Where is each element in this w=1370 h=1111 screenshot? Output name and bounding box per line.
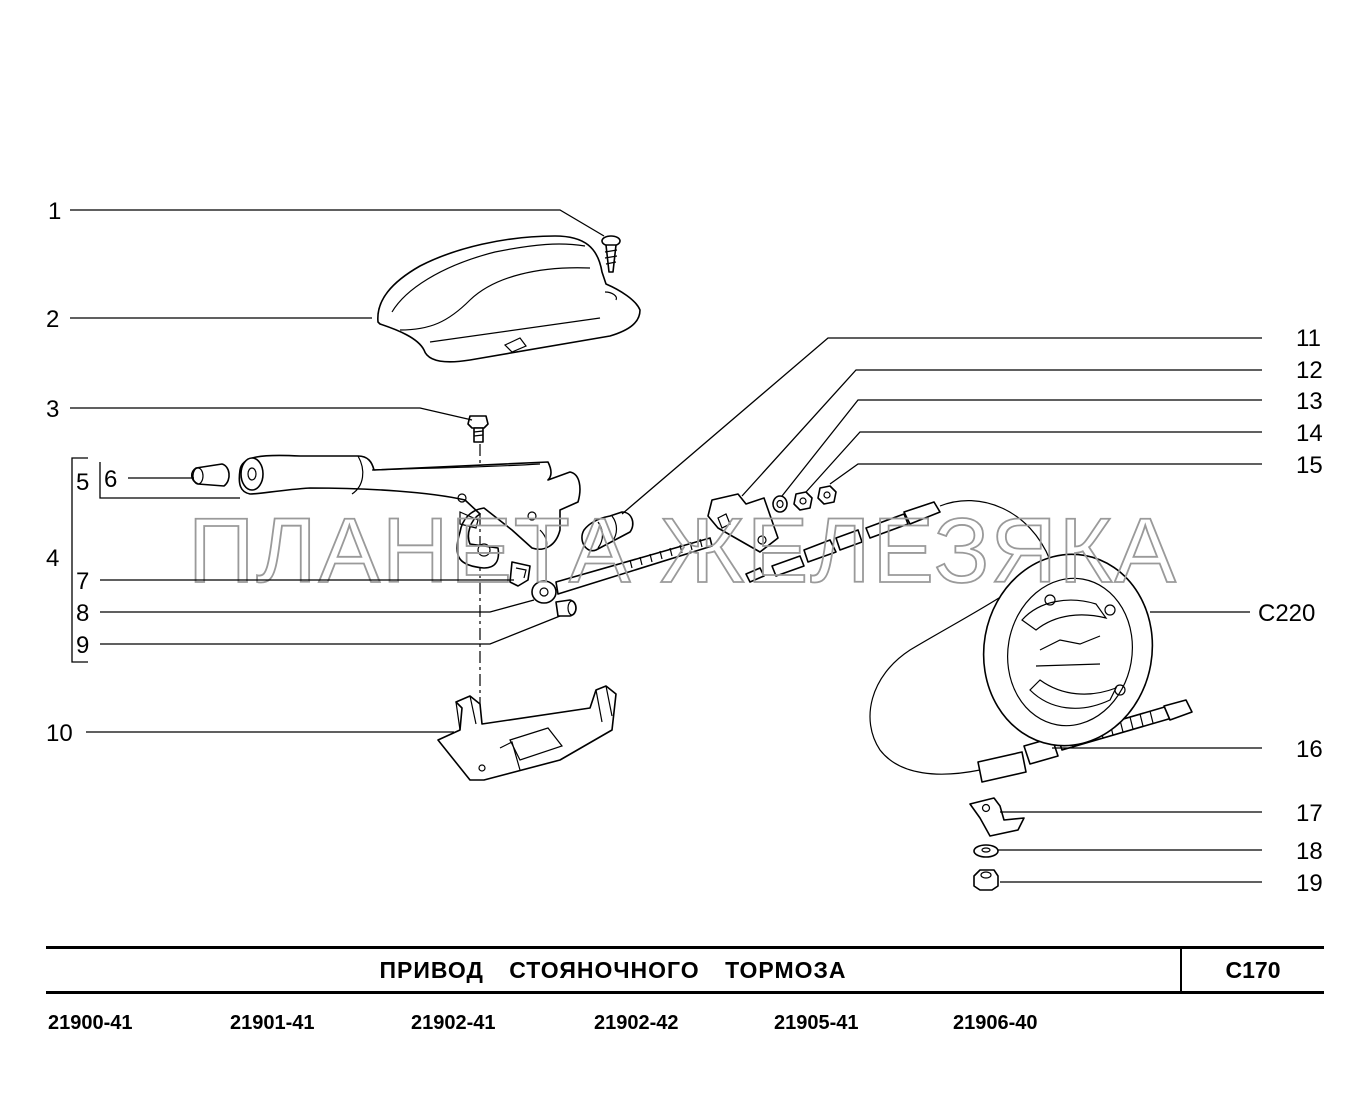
- callout-18: 18: [1296, 838, 1323, 865]
- brake-assembly-part: [982, 553, 1154, 747]
- diagram-code: C170: [1225, 957, 1281, 983]
- bushing-part: [581, 511, 634, 552]
- callout-1: 1: [48, 198, 61, 225]
- model-code: 21900-41: [48, 1012, 133, 1034]
- callout-12: 12: [1296, 357, 1323, 384]
- cable-clip-17-part: [969, 797, 1025, 837]
- callout-16: 16: [1296, 736, 1323, 763]
- lever-assembly-part: [238, 454, 581, 569]
- equalizer-part: [707, 493, 779, 553]
- leader-lines: [70, 209, 1262, 883]
- title-divider: [1180, 949, 1182, 991]
- nut-15-part: [817, 485, 837, 505]
- callout-4: 4: [46, 545, 59, 572]
- callout-10: 10: [46, 720, 73, 747]
- callout-2: 2: [46, 306, 59, 333]
- callout-9: 9: [76, 632, 89, 659]
- callout-c220: C220: [1258, 600, 1315, 627]
- model-code: 21902-41: [411, 1012, 496, 1034]
- screw-part: [601, 235, 621, 273]
- model-code: 21905-41: [774, 1012, 859, 1034]
- callout-8: 8: [76, 600, 89, 627]
- callout-17: 17: [1296, 800, 1323, 827]
- washer-18-part: [973, 844, 999, 858]
- nut-19-part: [973, 869, 999, 891]
- callout-19: 19: [1296, 870, 1323, 897]
- callout-13: 13: [1296, 388, 1323, 415]
- washer-13-part: [772, 495, 788, 513]
- adjusting-rod-part: [531, 537, 713, 604]
- pin-part: [555, 599, 577, 617]
- title-bar: ПРИВОД СТОЯНОЧНОГО ТОРМОЗА C170: [46, 946, 1324, 994]
- bracket-part: [437, 685, 617, 781]
- button-part: [190, 463, 230, 487]
- model-code: 21902-42: [594, 1012, 679, 1034]
- callout-6: 6: [104, 466, 117, 493]
- model-code: 21906-40: [953, 1012, 1038, 1034]
- watermark: ПЛАНЕТА ЖЕЛЕЗЯКА: [188, 500, 1178, 602]
- lever-cover-part: [377, 235, 641, 363]
- model-code: 21901-41: [230, 1012, 315, 1034]
- callout-15: 15: [1296, 452, 1323, 479]
- bolt-part: [467, 415, 489, 443]
- callout-labels: 1 2 3 4 5 6 7 8 9 10 11 12 13 14 15 16 1…: [46, 198, 1323, 897]
- diagram-title: ПРИВОД СТОЯНОЧНОГО ТОРМОЗА: [379, 957, 847, 983]
- callout-7: 7: [76, 568, 89, 595]
- callout-3: 3: [46, 396, 59, 423]
- clip-part: [509, 561, 531, 587]
- callout-14: 14: [1296, 420, 1323, 447]
- callout-11: 11: [1296, 325, 1321, 352]
- callout-5: 5: [76, 469, 89, 496]
